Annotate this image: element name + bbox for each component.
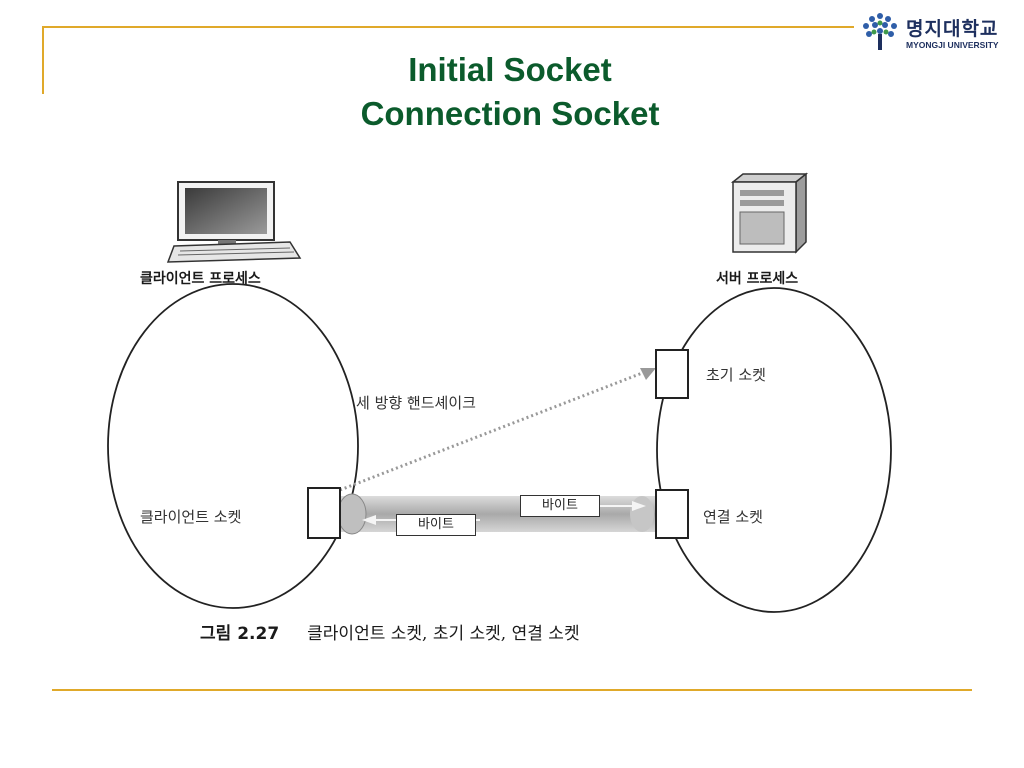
title-line-1: Initial Socket (408, 51, 612, 88)
client-socket-box (307, 487, 341, 539)
byte-label-lower: 바이트 (396, 514, 476, 536)
client-computer-icon (166, 181, 302, 263)
figure-number: 그림 2.27 (200, 624, 280, 644)
client-process-label: 클라이언트 프로세스 (140, 271, 261, 287)
server-process-label: 서버 프로세스 (716, 271, 799, 287)
handshake-arrow (339, 368, 656, 492)
tree-emblem-icon (863, 13, 897, 50)
byte-label-upper: 바이트 (520, 495, 600, 517)
figure-caption: 그림 2.27 클라이언트 소켓, 초기 소켓, 연결 소켓 (200, 619, 580, 644)
logo-english-name: MYONGJI UNIVERSITY (906, 40, 999, 50)
server-process-ellipse (656, 287, 892, 613)
handshake-label: 세 방향 핸드셰이크 (356, 394, 476, 412)
bottom-rule (52, 689, 972, 691)
slide-title: Initial Socket Connection Socket (0, 48, 1020, 136)
logo-korean-name: 명지대학교 (906, 18, 999, 40)
connection-socket-box (655, 489, 689, 539)
client-socket-label: 클라이언트 소켓 (140, 508, 242, 526)
university-logo: 명지대학교 MYONGJI UNIVERSITY (858, 10, 1018, 54)
initial-socket-label: 초기 소켓 (706, 366, 766, 384)
figure-caption-text: 클라이언트 소켓, 초기 소켓, 연결 소켓 (307, 624, 580, 644)
server-tower-icon (730, 172, 809, 254)
byte-stream-pipe (337, 493, 656, 535)
connection-socket-label: 연결 소켓 (703, 508, 763, 526)
left-rule (42, 26, 44, 94)
client-process-ellipse (107, 283, 359, 609)
initial-socket-box (655, 349, 689, 399)
title-line-2: Connection Socket (360, 95, 660, 132)
top-rule (42, 26, 854, 28)
